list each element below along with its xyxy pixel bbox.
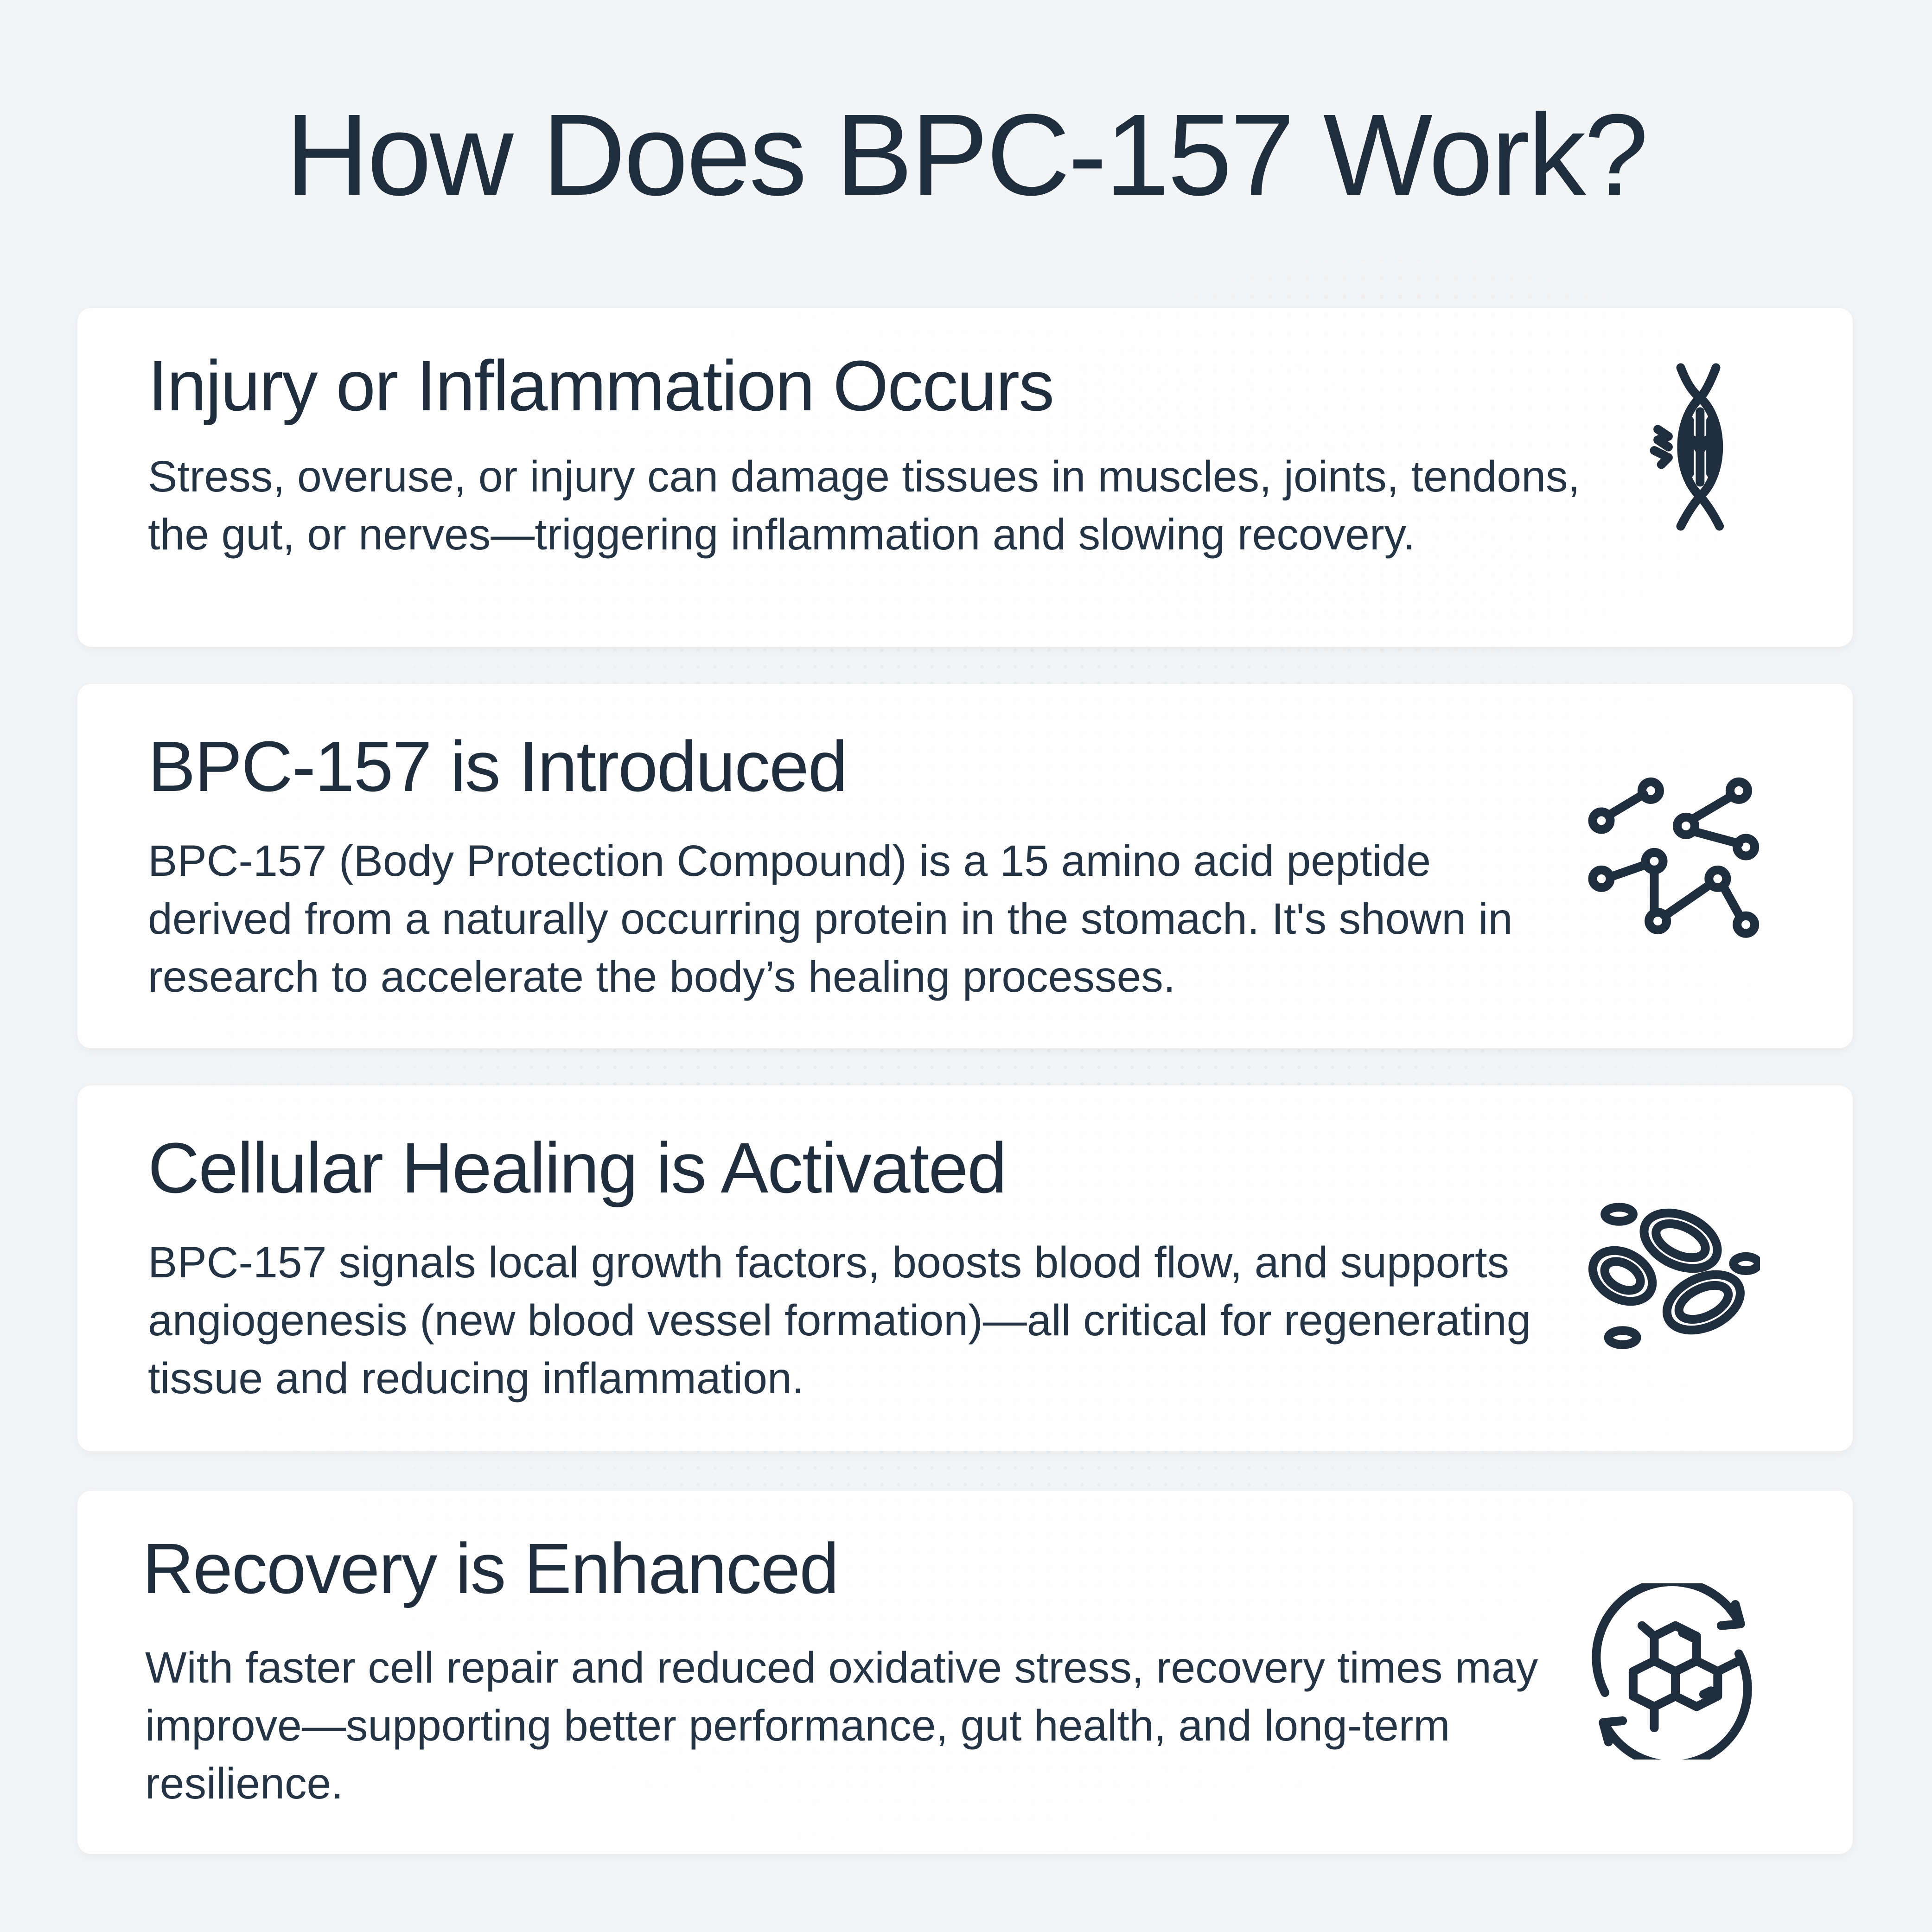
step-heading: Cellular Healing is Activated xyxy=(148,1128,1007,1208)
step-card-injury: Injury or Inflammation Occurs Stress, ov… xyxy=(77,308,1853,647)
step-card-recovery: Recovery is Enhanced With faster cell re… xyxy=(77,1491,1853,1854)
step-heading: Recovery is Enhanced xyxy=(142,1529,839,1608)
step-body: Stress, overuse, or injury can damage ti… xyxy=(148,452,1580,559)
step-body: BPC-157 (Body Protection Compound) is a … xyxy=(148,836,1513,1001)
step-heading: BPC-157 is Introduced xyxy=(148,727,848,806)
step-body: With faster cell repair and reduced oxid… xyxy=(145,1643,1538,1808)
blood-cells-icon xyxy=(1584,1197,1763,1373)
page-title: How Does BPC-157 Work? xyxy=(285,90,1648,219)
muscle-injury-icon xyxy=(1584,359,1760,535)
step-heading: Injury or Inflammation Occurs xyxy=(148,346,1054,426)
molecule-cycle-icon xyxy=(1584,1577,1760,1769)
step-card-introduced: BPC-157 is Introduced BPC-157 (Body Prot… xyxy=(77,684,1853,1048)
molecule-network-icon xyxy=(1584,777,1760,953)
step-card-cellular-healing: Cellular Healing is Activated BPC-157 si… xyxy=(77,1085,1853,1451)
step-body: BPC-157 signals local growth factors, bo… xyxy=(148,1238,1531,1403)
